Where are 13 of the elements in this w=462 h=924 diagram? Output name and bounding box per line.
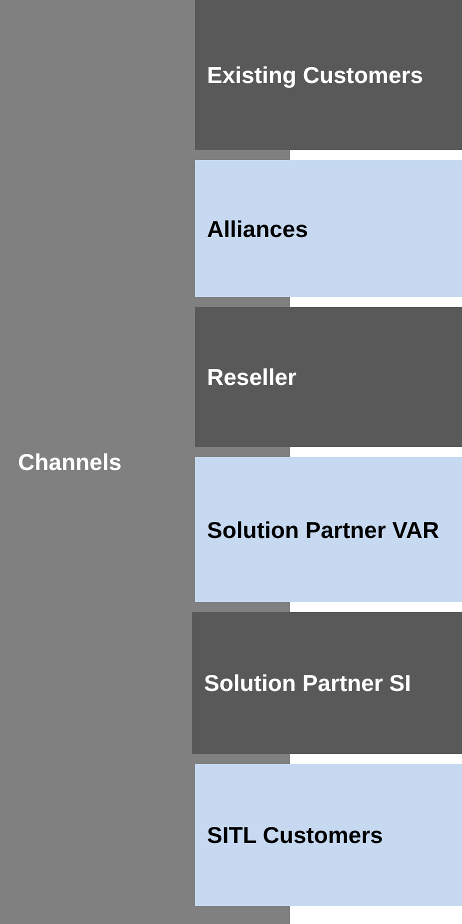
channel-label: Channels [18, 448, 122, 476]
channel-box [192, 612, 462, 754]
channel-label: Reseller [207, 363, 297, 391]
channel-label: Existing Customers [207, 61, 423, 89]
channel-box [195, 764, 462, 906]
channel-box [195, 457, 462, 602]
channel-label: Solution Partner VAR [207, 516, 440, 544]
channel-label: SITL Customers [207, 821, 383, 849]
channel-box [195, 307, 462, 447]
channel-label: Solution Partner SI [204, 669, 412, 697]
channel-box [195, 0, 462, 150]
channel-label: Alliances [207, 214, 308, 242]
channel-box [195, 160, 462, 297]
